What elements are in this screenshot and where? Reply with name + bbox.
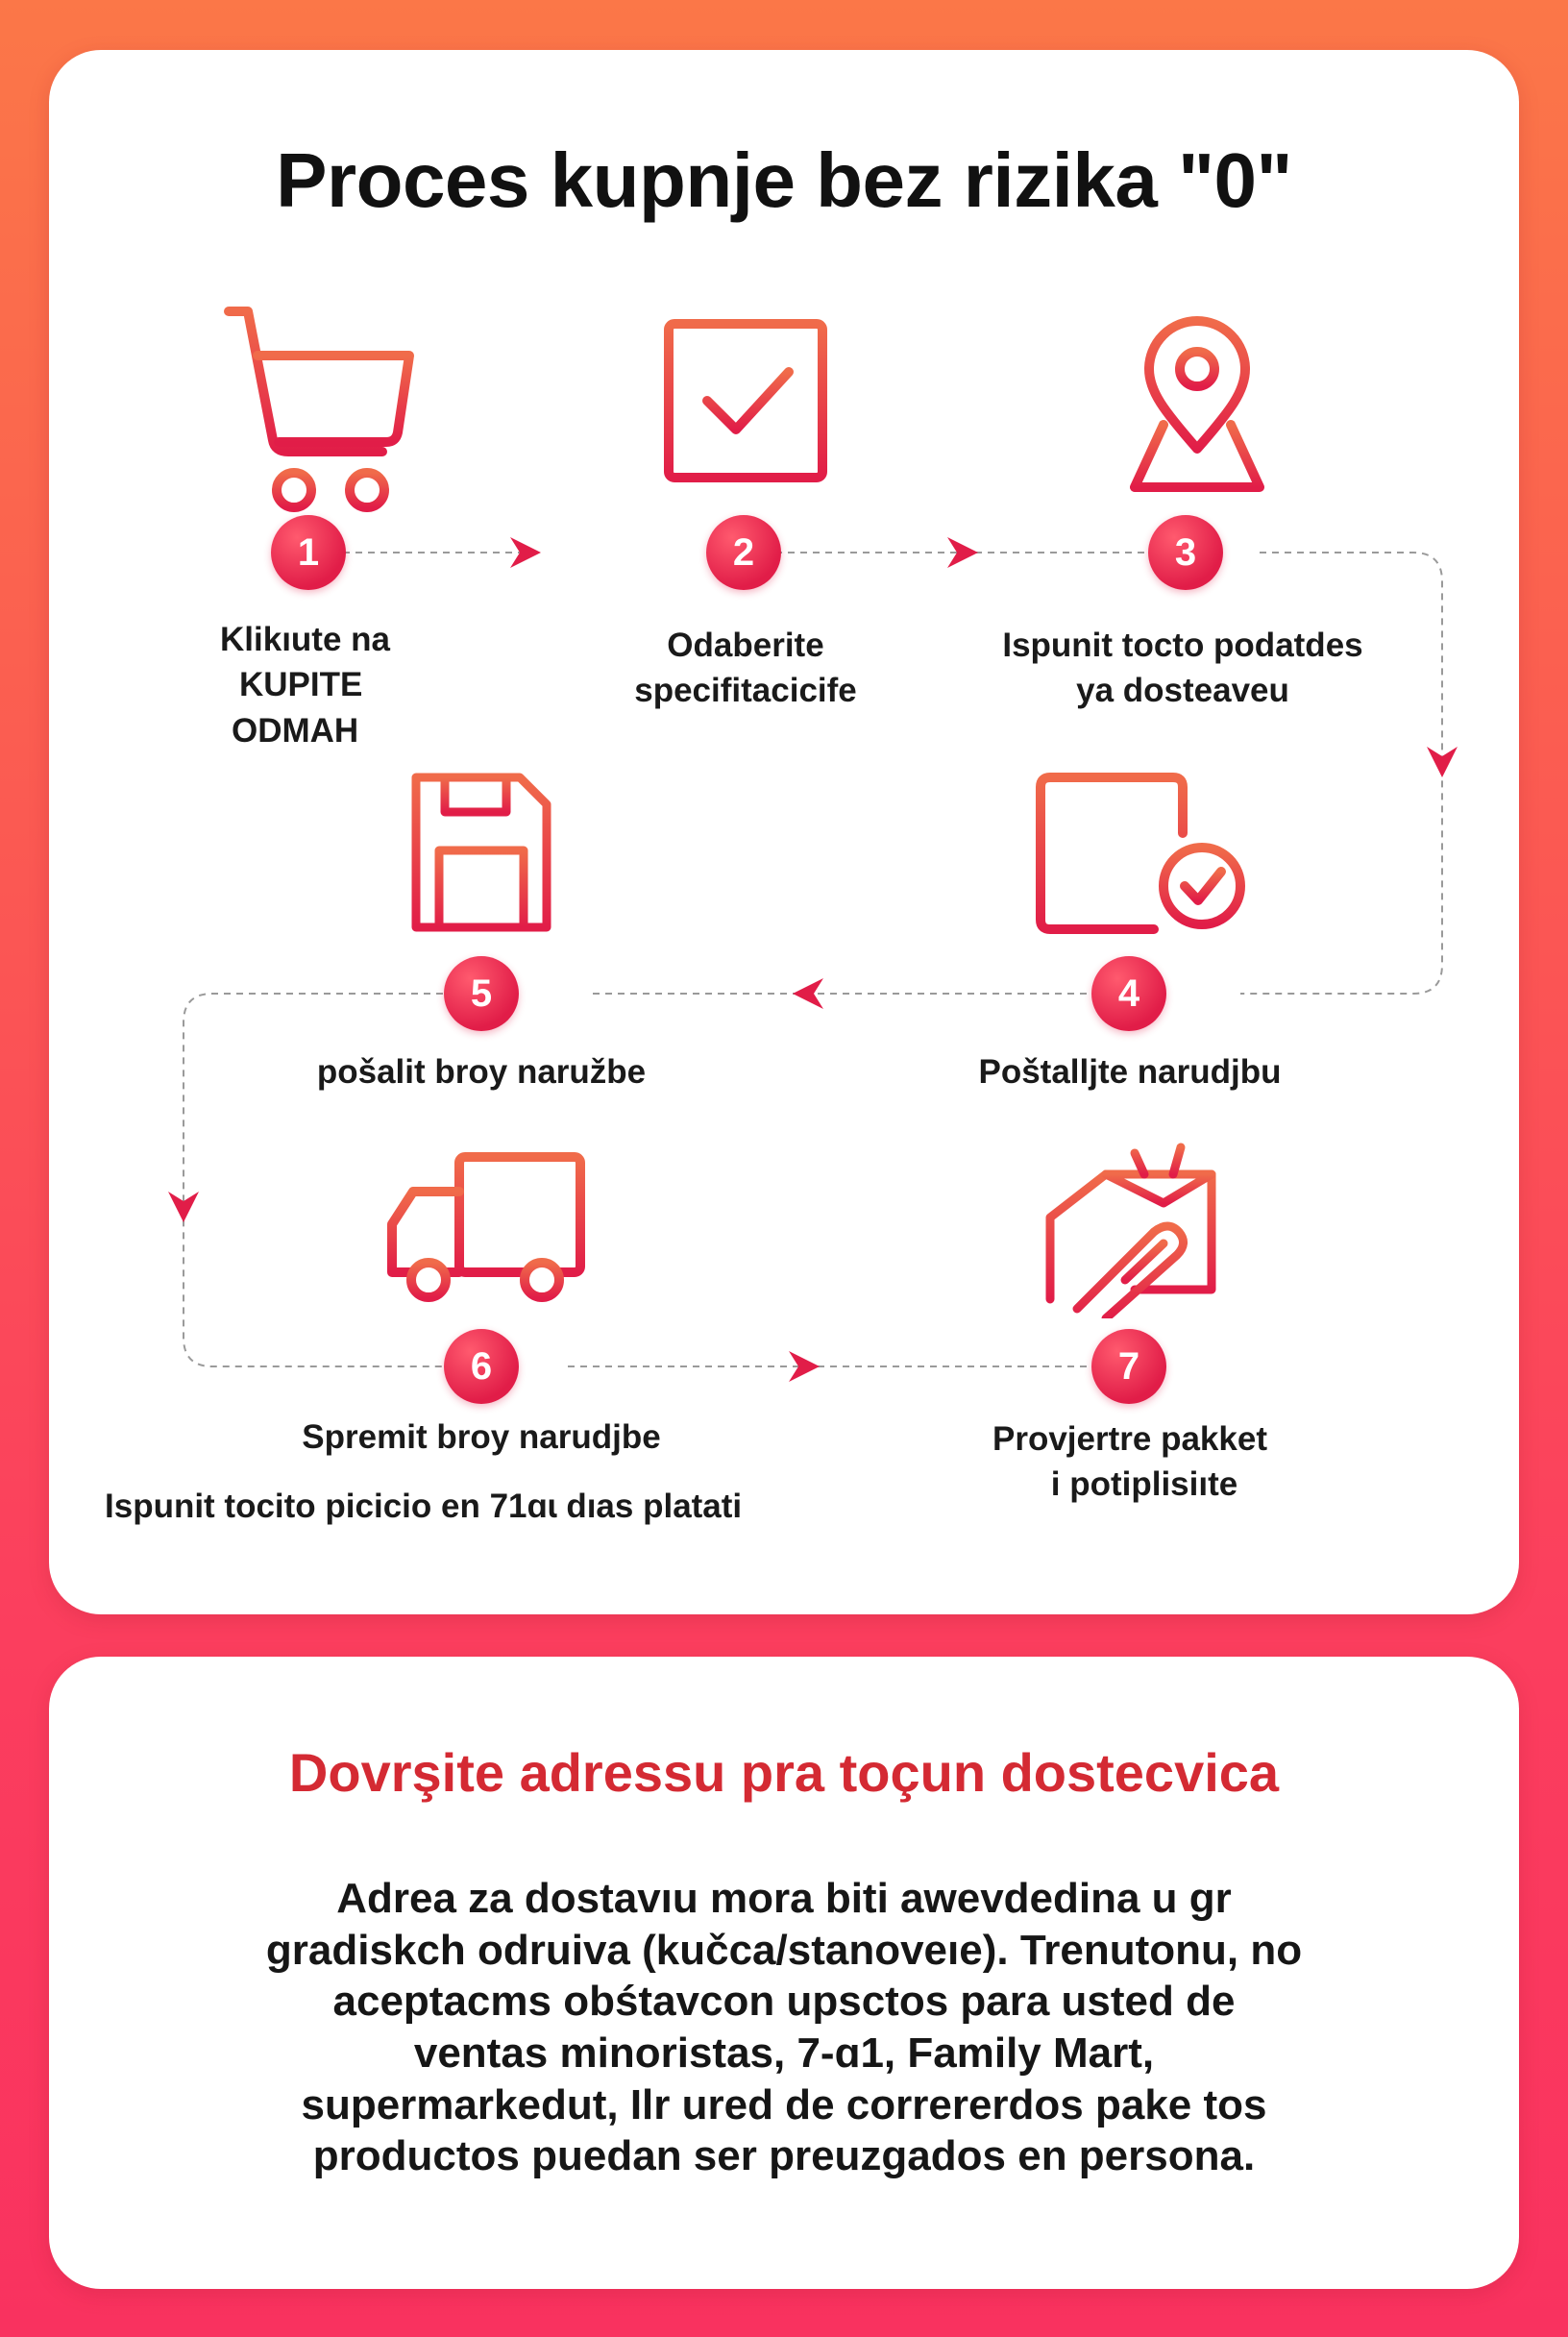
step-label-7: Provjertre pakket i potiplisiıte: [992, 1420, 1267, 1504]
step-label-4: Poštalljte narudjbu: [978, 1053, 1282, 1091]
flow-connectors: [168, 537, 1458, 1382]
step-badge-5: 5: [444, 956, 519, 1031]
step-label-3: Ispunit tocto podatdes ya dosteaveu: [1002, 627, 1363, 710]
step-label-2: Odaberite specifitacicife: [634, 627, 857, 710]
step-badge-2: 2: [706, 515, 781, 590]
connector-5-6: [183, 993, 443, 1367]
arrow-down-icon: [1427, 747, 1458, 777]
address-title: Dovrşite adressu pra toçun dostecvica: [288, 1742, 1280, 1803]
step-badge-4: 4: [1091, 956, 1166, 1031]
connector-3-4: [1240, 552, 1443, 995]
step-badge-6: 6: [444, 1329, 519, 1404]
arrow-down-icon: [168, 1192, 199, 1222]
step-badge-7: 7: [1091, 1329, 1166, 1404]
floppy-disk-icon: [411, 773, 551, 932]
address-body: Adrea za dostavıu mora biti awevdedina u…: [265, 1875, 1303, 2180]
step-label-1: Klikıute na KUPITE ODMAH: [220, 621, 390, 750]
truck-icon: [387, 1152, 585, 1302]
process-card: Proces kupnje bez rizika "0": [49, 50, 1519, 1614]
arrow-right-icon: [947, 537, 978, 568]
step-label-6-detail: Ispunit tocito picicio en 71ɑɩ dıas plat…: [105, 1488, 743, 1525]
page-title: Proces kupnje bez rizika "0": [276, 137, 1292, 223]
step-label-5: pošalit broy naružbe: [316, 1053, 647, 1091]
step-label-6: Spremit broy narudjbe: [302, 1418, 661, 1456]
arrow-left-icon: [793, 978, 823, 1009]
document-check-icon: [1036, 773, 1245, 934]
address-card: Dovrşite adressu pra toçun dostecvica Ad…: [49, 1657, 1519, 2289]
cart-plus-icon: [224, 307, 414, 512]
checkbox-icon: [664, 319, 827, 482]
step-badge-3: 3: [1148, 515, 1223, 590]
map-pin-icon: [1130, 316, 1264, 492]
arrow-right-icon: [789, 1351, 820, 1382]
package-icon: [1045, 1143, 1216, 1318]
step-badge-1: 1: [271, 515, 346, 590]
arrow-right-icon: [510, 537, 541, 568]
